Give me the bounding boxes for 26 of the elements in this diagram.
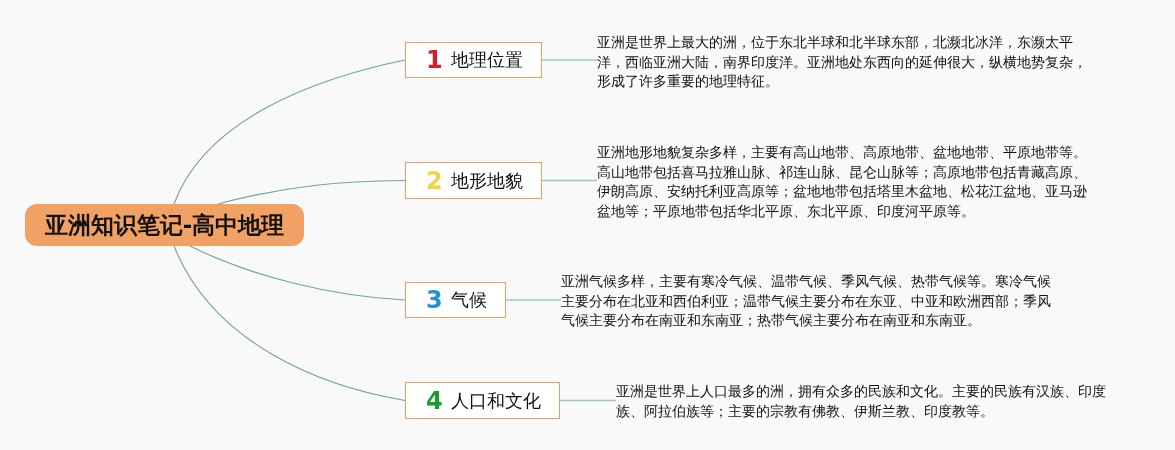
note-text: 亚洲地形地貌复杂多样，主要有高山地带、高原地带、盆地地带、平原地带等。高山地带包括喜马拉雅山脉、祁连山脉、昆仑山脉等；高原地带包括青藏高原、伊朗高原、安纳托利亚高原等；盆地地带包括塔里木盆地、松花江盆地、亚马逊盆地等；平原地带包括华北平原、东北平原、印度河平原等。 (597, 143, 1088, 221)
topic-label: 气候 (450, 288, 487, 312)
branch-curve (189, 245, 406, 301)
connector-line (540, 179, 598, 182)
connector-line (540, 59, 598, 61)
note-text: 亚洲是世界上最大的洲，位于东北半球和北半球东部，北濒北冰洋，东濒太平洋，西临亚洲大陆，南界印度洋。亚洲地处东西向的延伸很大，纵横地势复杂，形成了许多重要的地理特征。 (597, 33, 1088, 91)
topic-number: 3 (426, 288, 443, 312)
topic-box (405, 162, 542, 199)
topic-label: 人口和文化 (450, 388, 541, 413)
central-topic-title: 亚洲知识笔记-高中地理 (44, 210, 285, 240)
branch-curve (173, 59, 406, 205)
note-text: 亚洲是世界上人口最多的洲，拥有众多的民族和文化。主要的民族有汉族、印度族、阿拉伯族等；主要的宗教有佛教、伊斯兰教、印度教等。 (616, 382, 1107, 421)
topic-number: 2 (426, 168, 443, 193)
branch-curve (217, 179, 406, 205)
connector-line (558, 399, 617, 402)
connector-line (504, 299, 562, 301)
note-text: 亚洲气候多样，主要有寒冷气候、温带气候、季风气候、热带气候等。寒冷气候主要分布在北亚和西伯利亚；温带气候主要分布在东亚、中亚和欧洲西部；季风气候主要分布在南亚和东南亚；热带气候主要分布在南亚和东南亚。 (561, 272, 1052, 330)
topic-label: 地形地貌 (450, 168, 523, 193)
topic-box (405, 382, 560, 419)
branch-curve (173, 245, 406, 402)
topic-number: 1 (426, 48, 443, 72)
topic-label: 地理位置 (450, 48, 523, 72)
topic-box (405, 282, 506, 318)
topic-box (405, 42, 542, 78)
central-topic-box (25, 204, 304, 246)
topic-number: 4 (426, 388, 443, 413)
